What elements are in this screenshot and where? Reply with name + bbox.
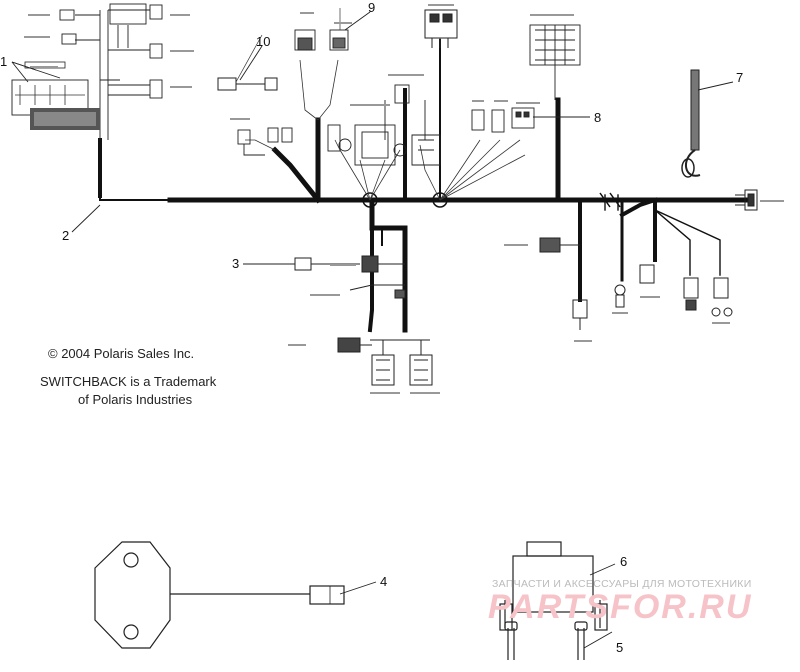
mounting-screws-5: [504, 621, 588, 660]
engine-connector: [735, 189, 758, 211]
trademark-line-2: of Polaris Industries: [78, 392, 193, 407]
callout-6: 6: [620, 554, 627, 569]
regulator-connector-3: [294, 255, 406, 299]
callout-3: 3: [232, 256, 239, 271]
callout-10: 10: [256, 34, 270, 49]
tether-switch-7: [681, 69, 701, 178]
voltage-regulator-4: [94, 541, 345, 649]
watermark-tagline: ЗАПЧАСТИ И АКСЕССУАРЫ ДЛЯ МОТОТЕХНИКИ: [492, 578, 752, 590]
copyright-line: © 2004 Polaris Sales Inc.: [48, 346, 195, 361]
callout-2: 2: [62, 228, 69, 243]
accessory-brake-switches: [237, 124, 341, 156]
callout-8: 8: [594, 110, 601, 125]
trademark-line-1: SWITCHBACK is a Trademark: [40, 374, 217, 389]
left-handlebar-switch: [11, 61, 100, 130]
main-harness-trunk: [98, 39, 748, 333]
splice-loops: [362, 192, 621, 208]
callout-5: 5: [616, 640, 623, 655]
callout-9: 9: [368, 0, 375, 15]
watermark-logo: PARTSFOR.RU: [488, 588, 753, 626]
callout-1: 1: [0, 54, 7, 69]
reverse-relay-module: [338, 124, 441, 166]
callout-7: 7: [736, 70, 743, 85]
top-center-connectors: [294, 8, 426, 140]
callout-4: 4: [380, 574, 387, 589]
hood-connectors: [337, 337, 433, 386]
auxiliary-cable-10: [217, 34, 278, 91]
cdi-connector: [471, 107, 535, 133]
gauge-connector: [529, 24, 581, 100]
right-lower-sensors: [539, 237, 733, 330]
callout-leaders: [11, 11, 734, 649]
tiny-component-labels: [24, 4, 784, 394]
callout-numbers: 1 2 3 4 5 6 7 8 9 10: [0, 0, 743, 655]
headlamp-connector: [424, 9, 458, 48]
